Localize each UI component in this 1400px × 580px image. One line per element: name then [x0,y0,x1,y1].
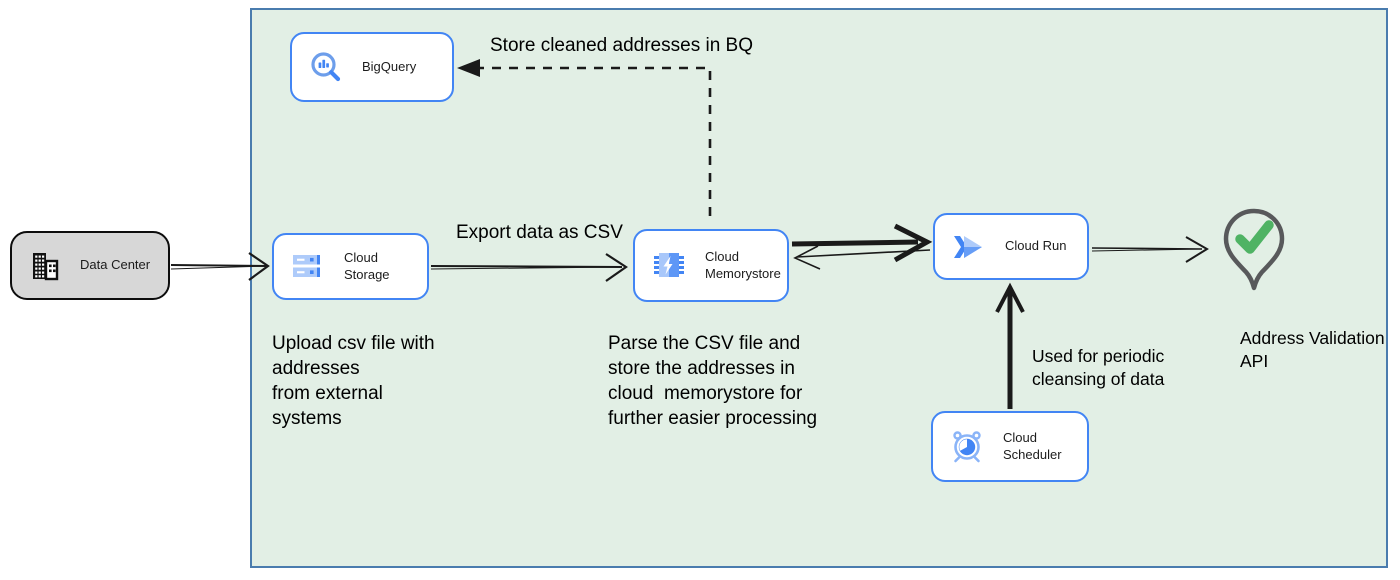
note-upload-csv: Upload csv file with addresses from exte… [272,333,435,429]
cloud-scheduler-icon [950,430,984,463]
node-label-cloud-storage: Cloud Storage [344,250,390,282]
node-bigquery: BigQuery [290,32,454,102]
node-cloud-storage: Cloud Storage [272,233,429,300]
address-validation-pin [1221,207,1287,307]
node-label-bigquery: BigQuery [362,58,417,74]
cloud-run-icon [952,234,986,260]
node-label-cloud-run: Cloud Run [1005,238,1067,254]
node-cloud-scheduler: Cloud Scheduler [931,411,1089,482]
cloud-storage-icon [291,253,325,280]
note-parse-csv: Parse the CSV file and store the address… [608,333,818,429]
node-label-cloud-memorystore: Cloud Memorystore [705,249,781,281]
node-label-datacenter: Data Center [80,257,151,273]
bigquery-icon [309,50,343,84]
node-datacenter: Data Center [10,231,170,300]
node-cloud-run: Cloud Run [933,213,1089,280]
map-pin-check-icon [1221,207,1287,307]
node-label-cloud-scheduler: Cloud Scheduler [1003,430,1062,462]
label-export-csv: Export data as CSV [456,222,623,243]
label-store-cleaned-bq: Store cleaned addresses in BQ [490,35,753,56]
address-api-label: Address Validation API [1240,328,1385,371]
node-cloud-memorystore: Cloud Memorystore [633,229,789,302]
memorystore-icon [652,251,686,281]
building-icon [29,251,61,281]
label-periodic-cleansing: Used for periodic cleansing of data [1032,346,1165,389]
